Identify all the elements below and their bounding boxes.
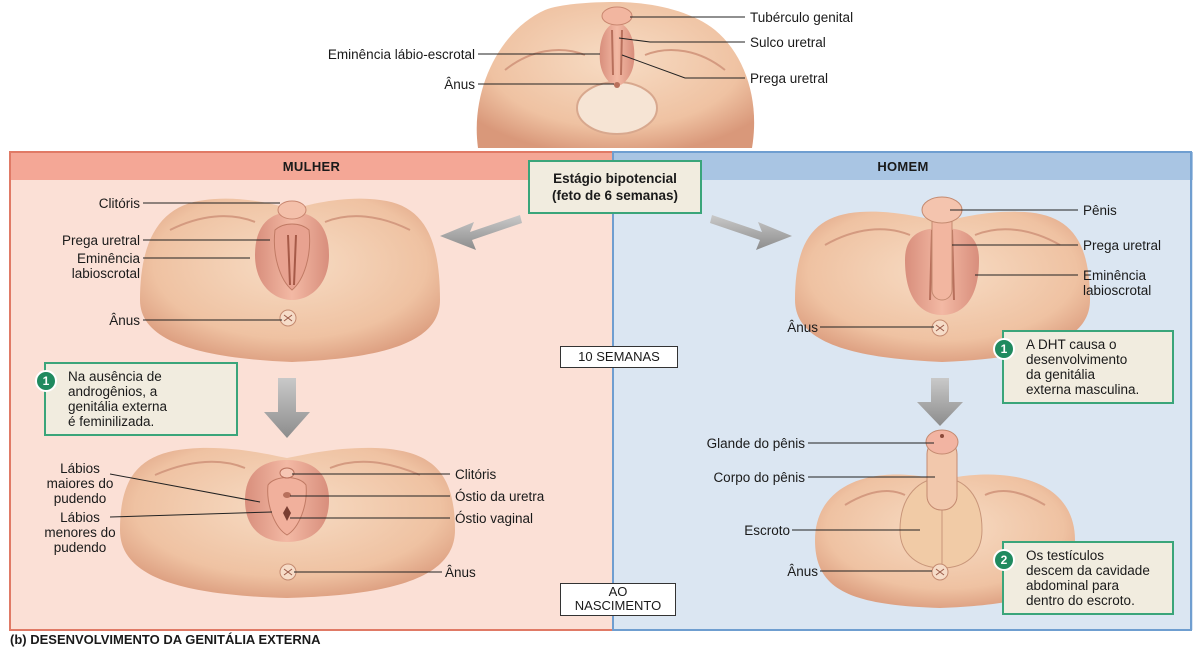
label-shaft: Corpo do pênis bbox=[640, 470, 805, 485]
label-labia-minora-l2: menores do bbox=[38, 525, 122, 540]
label-labia-majora-l3: pudendo bbox=[40, 491, 120, 506]
stage-birth: AO NASCIMENTO bbox=[560, 583, 676, 616]
label-urethral-groove: Sulco uretral bbox=[750, 35, 826, 50]
female-10w-illustration bbox=[140, 199, 440, 362]
note-male1-l1: A DHT causa o bbox=[1026, 337, 1164, 352]
note-female-l4: é feminilizada. bbox=[68, 414, 228, 429]
label-anus-top: Ânus bbox=[380, 77, 475, 92]
label-labia-majora-l2: maiores do bbox=[40, 476, 120, 491]
label-urethral-fold-top: Prega uretral bbox=[750, 71, 828, 86]
bipotential-illustration bbox=[477, 2, 754, 148]
note-male2-l4: dentro do escroto. bbox=[1026, 593, 1164, 608]
label-labia-minora-l3: pudendo bbox=[38, 540, 122, 555]
label-scrotum: Escroto bbox=[700, 523, 790, 538]
step-badge-2-male: 2 bbox=[993, 549, 1015, 571]
note-male1-l2: desenvolvimento bbox=[1026, 352, 1164, 367]
label-anus-female-birth: Ânus bbox=[445, 565, 476, 580]
stage-10-weeks: 10 SEMANAS bbox=[560, 346, 678, 368]
label-urethral-orifice: Óstio da uretra bbox=[455, 489, 544, 504]
label-labioscrotal-female-l2: labioscrotal bbox=[20, 266, 140, 281]
bipotential-line2: (feto de 6 semanas) bbox=[530, 187, 700, 204]
label-labioscrotal-top: Eminência lábio-escrotal bbox=[250, 47, 475, 62]
label-labioscrotal-female-l1: Eminência bbox=[20, 251, 140, 266]
label-anus-male-10w: Ânus bbox=[740, 320, 818, 335]
note-female-l1: Na ausência de bbox=[68, 369, 228, 384]
note-male-testes: 2 Os testículos descem da cavidade abdom… bbox=[1002, 541, 1174, 615]
label-labia-majora: Lábios maiores do pudendo bbox=[40, 461, 120, 506]
female-birth-illustration bbox=[120, 448, 455, 598]
note-male1-l3: da genitália bbox=[1026, 367, 1164, 382]
label-anus-female-10w: Ânus bbox=[40, 313, 140, 328]
label-labioscrotal-male: Eminência labioscrotal bbox=[1083, 268, 1151, 298]
label-labia-majora-l1: Lábios bbox=[40, 461, 120, 476]
note-male1-l4: externa masculina. bbox=[1026, 382, 1164, 397]
step-badge-1-male: 1 bbox=[993, 338, 1015, 360]
label-labioscrotal-female: Eminência labioscrotal bbox=[20, 251, 140, 281]
note-female-l2: androgênios, a bbox=[68, 384, 228, 399]
label-clitoris-10w: Clitóris bbox=[40, 196, 140, 211]
label-urethral-fold-female: Prega uretral bbox=[20, 233, 140, 248]
bipotential-stage-box: Estágio bipotencial (feto de 6 semanas) bbox=[528, 160, 702, 214]
label-penis: Pênis bbox=[1083, 203, 1117, 218]
label-labioscrotal-male-l1: Eminência bbox=[1083, 268, 1151, 283]
note-female-feminization: 1 Na ausência de androgênios, a genitáli… bbox=[44, 362, 238, 436]
female-panel-title: MULHER bbox=[10, 152, 613, 180]
label-labia-minora: Lábios menores do pudendo bbox=[38, 510, 122, 555]
figure-caption: (b) DESENVOLVIMENTO DA GENITÁLIA EXTERNA bbox=[10, 632, 321, 647]
label-vaginal-orifice: Óstio vaginal bbox=[455, 511, 533, 526]
step-badge-1-female: 1 bbox=[35, 370, 57, 392]
label-labioscrotal-male-l2: labioscrotal bbox=[1083, 283, 1151, 298]
bipotential-line1: Estágio bipotencial bbox=[530, 170, 700, 187]
note-male-dht: 1 A DHT causa o desenvolvimento da genit… bbox=[1002, 330, 1174, 404]
note-male2-l3: abdominal para bbox=[1026, 578, 1164, 593]
label-genital-tubercle: Tubérculo genital bbox=[750, 10, 853, 25]
label-anus-male-birth: Ânus bbox=[740, 564, 818, 579]
stage-birth-line2: NASCIMENTO bbox=[561, 599, 675, 613]
note-female-l3: genitália externa bbox=[68, 399, 228, 414]
note-male2-l1: Os testículos bbox=[1026, 548, 1164, 563]
label-clitoris-birth: Clitóris bbox=[455, 467, 496, 482]
label-urethral-fold-male: Prega uretral bbox=[1083, 238, 1161, 253]
stage-birth-line1: AO bbox=[561, 585, 675, 599]
label-labia-minora-l1: Lábios bbox=[38, 510, 122, 525]
note-male2-l2: descem da cavidade bbox=[1026, 563, 1164, 578]
label-glans: Glande do pênis bbox=[640, 436, 805, 451]
